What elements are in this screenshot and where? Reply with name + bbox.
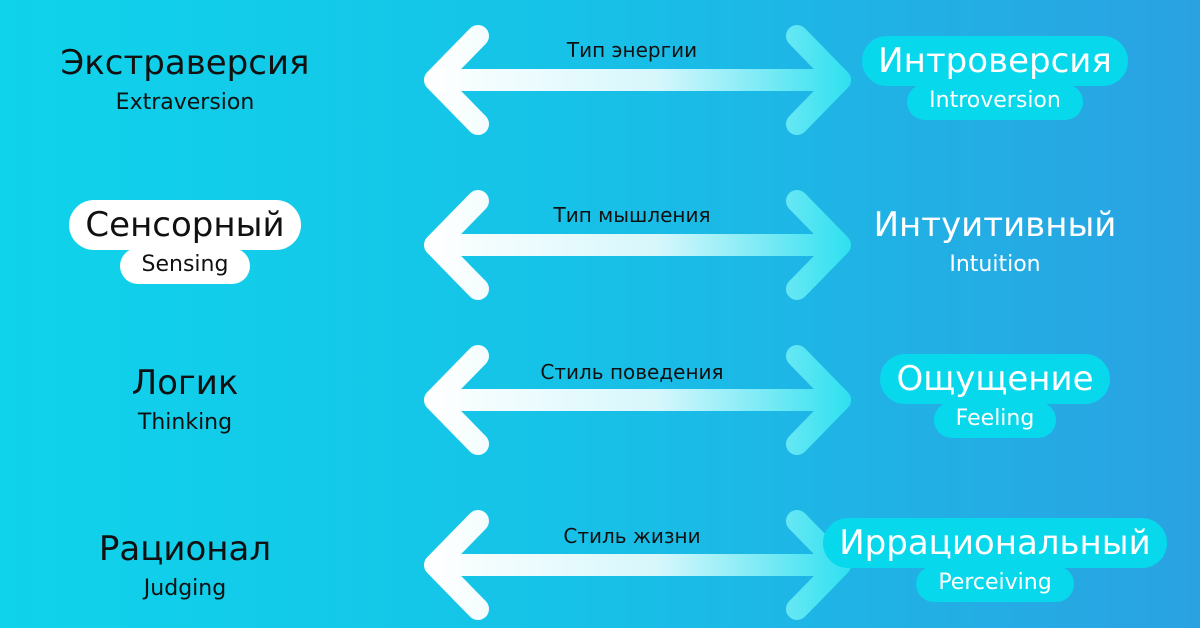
- category-label: Стиль поведения: [540, 360, 724, 384]
- term-en: Thinking: [137, 410, 233, 435]
- term-sensing: Сенсорный Sensing: [5, 200, 365, 284]
- term-ru: Интроверсия: [862, 36, 1128, 86]
- double-arrow-energy: [424, 25, 851, 135]
- term-en: Introversion: [907, 84, 1083, 120]
- term-ru: Экстраверсия: [60, 43, 310, 83]
- term-ru: Логик: [131, 363, 239, 403]
- double-arrow-behavior: [424, 345, 851, 455]
- category-label: Стиль жизни: [563, 524, 701, 548]
- term-thinking: Логик Thinking: [5, 358, 365, 442]
- term-ru: Сенсорный: [69, 200, 301, 250]
- term-en: Sensing: [119, 248, 251, 284]
- term-ru: Рационал: [98, 529, 272, 569]
- term-ru: Иррациональный: [823, 518, 1167, 568]
- term-judging: Рационал Judging: [5, 524, 365, 608]
- term-introversion: Интроверсия Introversion: [815, 36, 1175, 120]
- term-en: Perceiving: [916, 566, 1074, 602]
- term-extraversion: Экстраверсия Extraversion: [5, 38, 365, 122]
- term-en: Judging: [143, 576, 227, 601]
- term-perceiving: Иррациональный Perceiving: [815, 518, 1175, 602]
- term-intuition: Интуитивный Intuition: [815, 200, 1175, 284]
- term-en: Feeling: [933, 402, 1057, 438]
- term-en: Extraversion: [115, 90, 255, 115]
- term-en: Intuition: [949, 252, 1041, 277]
- double-arrow-thinking: [424, 190, 851, 300]
- term-feeling: Ощущение Feeling: [815, 354, 1175, 438]
- category-label: Тип мышления: [553, 203, 711, 227]
- category-label: Тип энергии: [566, 38, 698, 62]
- term-ru: Ощущение: [880, 354, 1110, 404]
- term-ru: Интуитивный: [873, 205, 1117, 245]
